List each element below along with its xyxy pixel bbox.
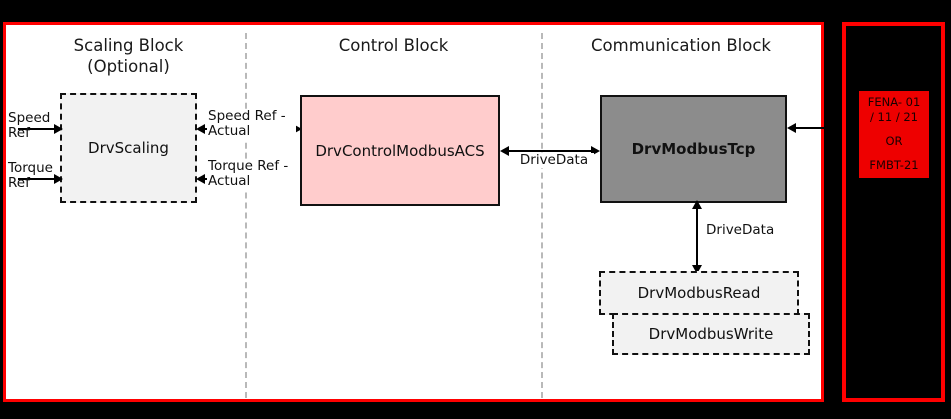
label-speed-ref: Speed Ref	[8, 110, 51, 141]
drive-data-control-arrowhead-right	[591, 146, 600, 156]
speed-ref-arrowhead	[54, 124, 63, 134]
drive-data-rw-line	[696, 205, 698, 271]
lane-separator-control-communication	[541, 33, 543, 398]
device-line-4: FMBT-21	[869, 158, 919, 172]
label-torque-ref: Torque Ref	[8, 160, 53, 191]
node-drv-scaling[interactable]: DrvScaling	[60, 93, 197, 203]
speed-ref-actual-arrowhead-right	[293, 124, 302, 134]
torque-ref-actual-arrowhead-left	[196, 174, 205, 184]
node-drv-modbus-write[interactable]: DrvModbusWrite	[612, 313, 810, 355]
device-line-or: OR	[885, 134, 903, 148]
node-drv-modbus-read[interactable]: DrvModbusRead	[599, 271, 799, 315]
node-drv-control-modbus-acs[interactable]: DrvControlModbusACS	[300, 95, 500, 206]
speed-ref-arrow-line	[18, 128, 61, 130]
device-link-line	[792, 127, 826, 129]
label-drive-data-control: DriveData	[514, 153, 594, 168]
drive-data-control-line	[506, 150, 596, 152]
scaling-block-title: Scaling Block (Optional)	[73, 36, 184, 76]
label-drive-data-rw: DriveData	[706, 223, 786, 238]
node-drv-modbus-tcp[interactable]: DrvModbusTcp	[600, 95, 787, 203]
speed-ref-actual-arrowhead-left	[196, 124, 205, 134]
device-link-arrowhead	[787, 123, 796, 133]
drive-data-control-arrowhead-left	[500, 146, 509, 156]
device-adapter-box[interactable]: FENA- 01 / 11 / 21 OR FMBT-21	[859, 91, 929, 178]
drive-data-rw-arrowhead-down	[692, 265, 702, 274]
device-line-2: / 11 / 21	[870, 110, 918, 124]
communication-block-title: Communication Block	[591, 36, 771, 55]
device-panel: FENA- 01 / 11 / 21 OR FMBT-21	[842, 22, 945, 402]
torque-ref-arrowhead	[54, 174, 63, 184]
device-line-1: FENA- 01	[867, 95, 921, 109]
diagram-panel: Scaling Block (Optional) Control Block C…	[3, 22, 826, 402]
lane-separator-scaling-control	[245, 33, 247, 398]
torque-ref-arrow-line	[18, 178, 61, 180]
control-block-title: Control Block	[338, 36, 449, 55]
drive-data-rw-arrowhead-up	[692, 200, 702, 209]
label-speed-ref-actual: Speed Ref - Actual	[208, 109, 296, 139]
label-torque-ref-actual: Torque Ref - Actual	[208, 159, 303, 189]
